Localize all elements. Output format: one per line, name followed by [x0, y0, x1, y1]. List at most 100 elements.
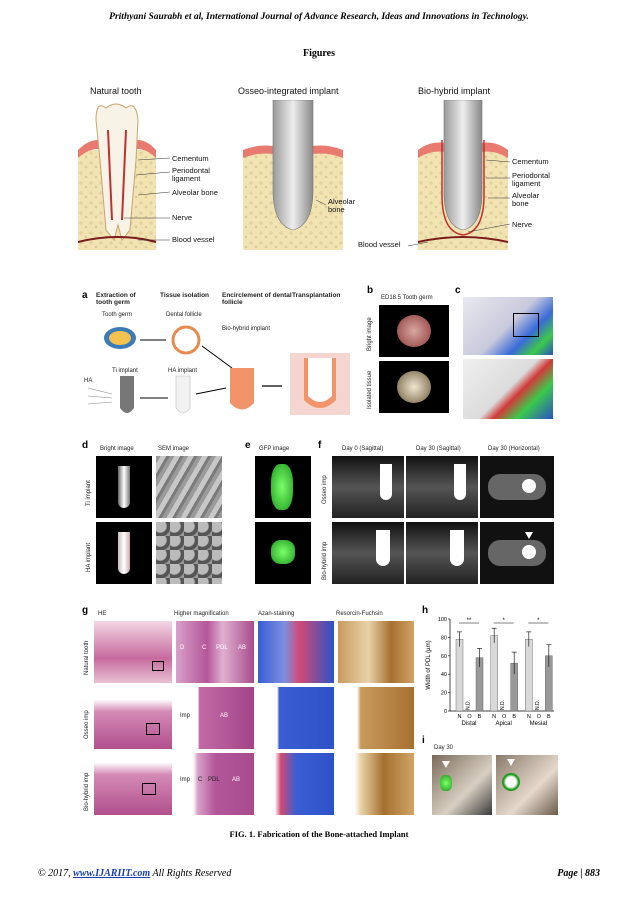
panel-b-row-bright: Bright image	[367, 317, 373, 351]
panel-f-img-3	[480, 456, 554, 518]
g-r1-tag-d: D	[180, 645, 185, 651]
page-number: Page | 883	[557, 868, 600, 879]
panel-a: a Extraction of tooth germ Tissue isolat…	[82, 290, 362, 425]
panel-f-row-bio: Bio-hybrid imp	[322, 541, 328, 580]
running-header: Prithyani Saurabh et al, International J…	[109, 12, 529, 22]
sig-marker: *	[537, 618, 540, 624]
panel-f-col-day30s: Day 30 (Sagittal)	[416, 446, 461, 452]
panel-g-row-natural: Natural tooth	[84, 640, 90, 675]
panel-a-letter: a	[82, 290, 88, 301]
panel-i-letter: i	[422, 735, 425, 746]
panel-g-row-osseo: Osseo imp	[84, 710, 90, 739]
panel-f-img-2	[406, 456, 478, 518]
step-isolation: Tissue isolation	[160, 292, 210, 299]
bar-label: B	[478, 714, 482, 720]
panel-d-col-bright: Bright image	[100, 446, 134, 452]
g-r2-rf	[338, 687, 414, 749]
natural-label-nerve: Nerve	[172, 213, 193, 222]
bar-label: N	[527, 714, 531, 720]
panel-d-col-sem: SEM image	[158, 446, 190, 452]
panel-d: d Bright image SEM image Ti implant HA i…	[82, 440, 232, 590]
panel-d-letter: d	[82, 440, 89, 451]
tooth-diagram: Natural tooth Osseo-integrated implant B…	[78, 80, 558, 260]
g-r1-tag-pdl: PDL	[216, 645, 228, 651]
panel-g-col-highmag: Higher magnification	[174, 611, 229, 617]
bar	[455, 639, 464, 712]
panel-a-art	[87, 325, 350, 415]
arrowhead-icon	[525, 532, 533, 539]
y-tick-label: 80	[441, 635, 447, 641]
g-r3-hm	[176, 753, 254, 815]
g-r3-he	[94, 753, 172, 815]
panel-b-letter: b	[367, 285, 374, 296]
panel-b-title: ED18.5 Tooth germ	[381, 295, 433, 301]
g-r3-rf	[338, 753, 414, 815]
step-extraction: Extraction of tooth germ	[96, 292, 136, 306]
bar-label: O	[467, 714, 472, 720]
tooth-diagram-art	[78, 100, 511, 250]
bar-label: B	[512, 714, 516, 720]
item-ti-implant: Ti implant	[112, 368, 138, 374]
panel-f-img-4	[332, 522, 404, 584]
panel-i-left-image	[432, 755, 492, 815]
panel-b-row-isolated: Isolated tissue	[367, 370, 373, 409]
panel-i: i Day 30	[422, 735, 560, 820]
panel-g-col-he: HE	[98, 611, 107, 617]
g-r1-tag-ab: AB	[238, 645, 247, 651]
group-label: Apical	[495, 721, 511, 727]
item-tooth-germ: Tooth germ	[102, 312, 133, 318]
y-tick-label: 0	[444, 709, 447, 715]
natural-label-pdl: Periodontal ligament	[172, 166, 210, 183]
panel-f: f Day 0 (Sagittal) Day 30 (Sagittal) Day…	[318, 440, 558, 590]
g-r3-tag-imp: Imp	[180, 777, 191, 783]
sig-marker: *	[502, 618, 505, 624]
journal-link[interactable]: www.IJARIIT.com	[73, 868, 151, 879]
g-r2-he	[94, 687, 172, 749]
panel-d-row-ti: Ti implant	[86, 480, 92, 506]
bar	[525, 639, 533, 712]
panel-e-letter: e	[245, 440, 251, 451]
natural-label-vessel: Blood vessel	[172, 235, 215, 244]
g-r3-tag-ab: AB	[232, 777, 241, 783]
panel-f-img-5	[406, 522, 478, 584]
bar-label: O	[537, 714, 542, 720]
y-tick-label: 100	[438, 617, 447, 623]
copyright-text: © 2017,	[38, 868, 71, 879]
nd-label: N.D.	[535, 700, 541, 710]
panel-e-col-gfp: GFP image	[259, 446, 290, 452]
group-label: Mesial	[530, 721, 547, 727]
page-footer: © 2017, www.IJARIIT.com All Rights Reser…	[38, 868, 600, 879]
panel-b-isolated-image	[379, 361, 449, 413]
panel-f-letter: f	[318, 440, 322, 451]
step-transplantation: Transplantation	[292, 292, 341, 299]
bar	[490, 635, 498, 712]
y-tick-label: 60	[441, 654, 447, 660]
col-title-biohybrid: Bio-hybrid implant	[418, 86, 491, 96]
g-r3-azan	[258, 753, 334, 815]
panel-d-row-ha: HA implant	[86, 542, 92, 572]
figure-caption: FIG. 1. Fabrication of the Bone-attached…	[229, 829, 409, 839]
nd-label: N.D.	[466, 700, 472, 710]
bar-label: O	[502, 714, 507, 720]
sig-marker: **	[467, 618, 472, 624]
g-r3-tag-c: C	[198, 777, 203, 783]
arrowhead-icon	[507, 759, 515, 766]
panel-d-ti-bright	[96, 456, 152, 518]
panel-h-letter: h	[422, 605, 429, 616]
nd-label: N.D.	[500, 700, 506, 710]
panel-e-top-image	[255, 456, 311, 518]
panel-c: c	[455, 285, 555, 425]
g-r1-he	[94, 621, 172, 683]
panel-f-col-day0: Day 0 (Sagittal)	[342, 446, 384, 452]
item-biohybrid-implant: Bio-hybrid implant	[222, 326, 271, 332]
item-dental-follicle: Dental follicle	[166, 312, 202, 318]
panel-f-img-1	[332, 456, 404, 518]
step-encirclement: Encirclement of dental follicle	[222, 292, 292, 306]
g-r1-azan	[258, 621, 334, 683]
panel-c-bottom-image	[463, 359, 553, 419]
biohybrid-label-nerve: Nerve	[512, 220, 533, 229]
col-title-osseo: Osseo-integrated implant	[238, 86, 339, 96]
g-r2-hm	[176, 687, 254, 749]
panel-e-bottom-image	[255, 522, 311, 584]
